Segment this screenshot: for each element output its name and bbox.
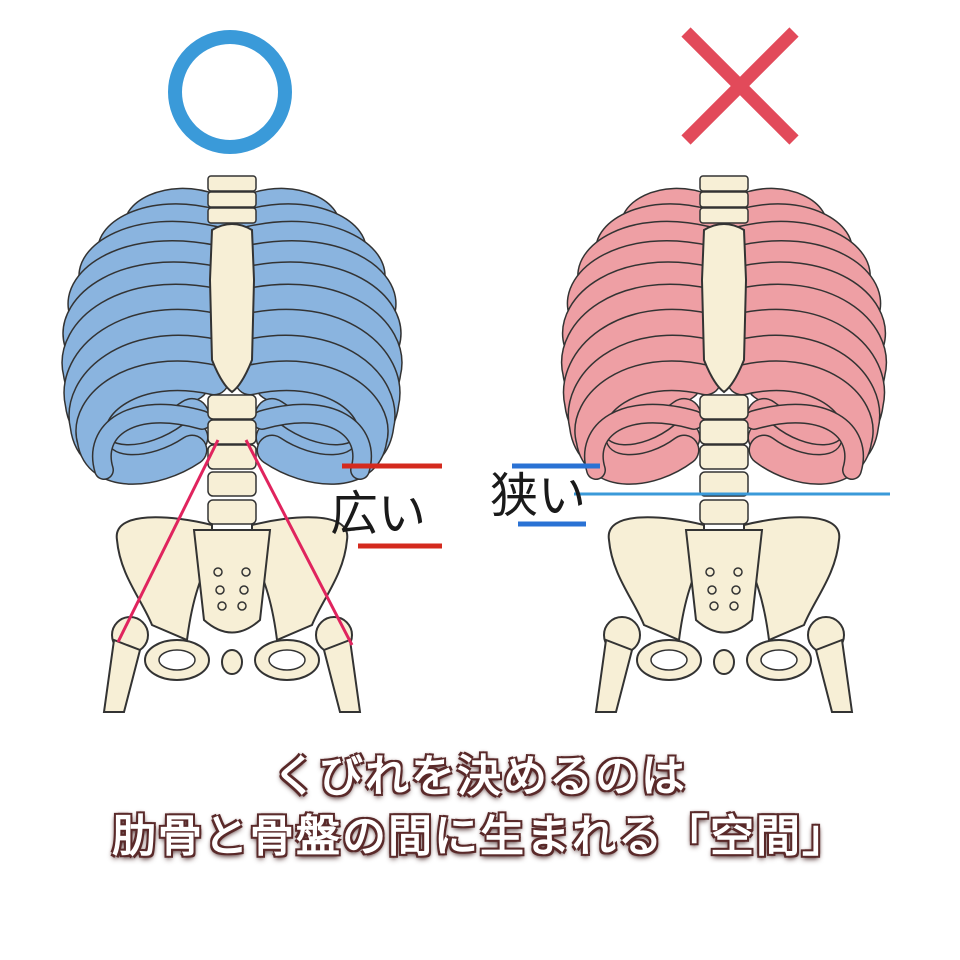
- foramen: [239, 585, 249, 595]
- caption-line-2: 肋骨と骨盤の間に生まれる「空間」: [112, 811, 848, 862]
- pelvis-good: [102, 516, 362, 713]
- spine-bad: [699, 175, 749, 525]
- sacrum: [684, 529, 764, 634]
- narrow-gap-indicator: 狭い: [490, 463, 890, 527]
- iliac-wing: [607, 516, 705, 642]
- ribcage-bad: [560, 187, 888, 485]
- rib-fill: [76, 361, 228, 484]
- sternum: [700, 223, 748, 394]
- obturator-hole: [158, 649, 196, 671]
- rib-fill: [236, 361, 388, 484]
- lumbar-vertebra: [699, 419, 749, 445]
- skeleton-bad: [560, 175, 888, 713]
- obturator-hole: [760, 649, 798, 671]
- vertebra: [207, 175, 257, 192]
- spine-good: [207, 175, 257, 525]
- iliac-wing: [115, 516, 213, 642]
- sternum: [208, 223, 256, 394]
- waist-line-left: [116, 439, 220, 643]
- vertebra: [207, 191, 257, 208]
- foramen: [215, 585, 225, 595]
- floating-rib-fill: [585, 405, 703, 479]
- foramen: [217, 601, 227, 611]
- lumbar-vertebra: [207, 419, 257, 445]
- vertebra: [207, 207, 257, 224]
- foramen: [213, 567, 223, 577]
- foramen: [705, 567, 715, 577]
- foramen: [733, 567, 743, 577]
- foramen: [729, 601, 739, 611]
- vertebra: [699, 191, 749, 208]
- femur: [594, 638, 634, 713]
- pubic-symphysis: [221, 649, 243, 675]
- wide-gap-indicator: 広い: [330, 463, 442, 549]
- floating-rib-fill: [253, 405, 371, 479]
- foramen: [707, 585, 717, 595]
- lumbar-vertebra: [207, 499, 257, 525]
- foramen: [237, 601, 247, 611]
- floating-rib-fill: [93, 405, 211, 479]
- vertebra: [699, 207, 749, 224]
- lumbar-vertebra: [699, 394, 749, 420]
- waist-angle-lines: [116, 439, 354, 646]
- pubic-symphysis: [713, 649, 735, 675]
- pelvis-bad: [594, 516, 854, 713]
- foramen: [241, 567, 251, 577]
- good-circle-icon: [168, 30, 292, 154]
- waist-line-right: [244, 439, 354, 646]
- femur: [102, 638, 142, 713]
- bad-cross-icon: [681, 27, 799, 145]
- lumbar-vertebra: [699, 499, 749, 525]
- sacrum: [192, 529, 272, 634]
- skeleton-good: [61, 175, 403, 713]
- caption-line-1: くびれを決めるのは: [273, 751, 687, 802]
- femur: [322, 638, 362, 713]
- femur: [814, 638, 854, 713]
- obturator-hole: [268, 649, 306, 671]
- iliac-wing: [251, 516, 349, 642]
- vertebra: [699, 175, 749, 192]
- foramen: [709, 601, 719, 611]
- ribcage-good: [61, 187, 403, 485]
- lumbar-vertebra: [207, 394, 257, 420]
- wide-label: 広い: [330, 486, 426, 542]
- foramen: [731, 585, 741, 595]
- lumbar-vertebra: [699, 444, 749, 470]
- lumbar-vertebra: [207, 471, 257, 497]
- narrow-label: 狭い: [490, 468, 586, 524]
- obturator-hole: [650, 649, 688, 671]
- iliac-wing: [743, 516, 841, 642]
- floating-rib-fill: [745, 405, 863, 479]
- lumbar-vertebra: [699, 471, 749, 497]
